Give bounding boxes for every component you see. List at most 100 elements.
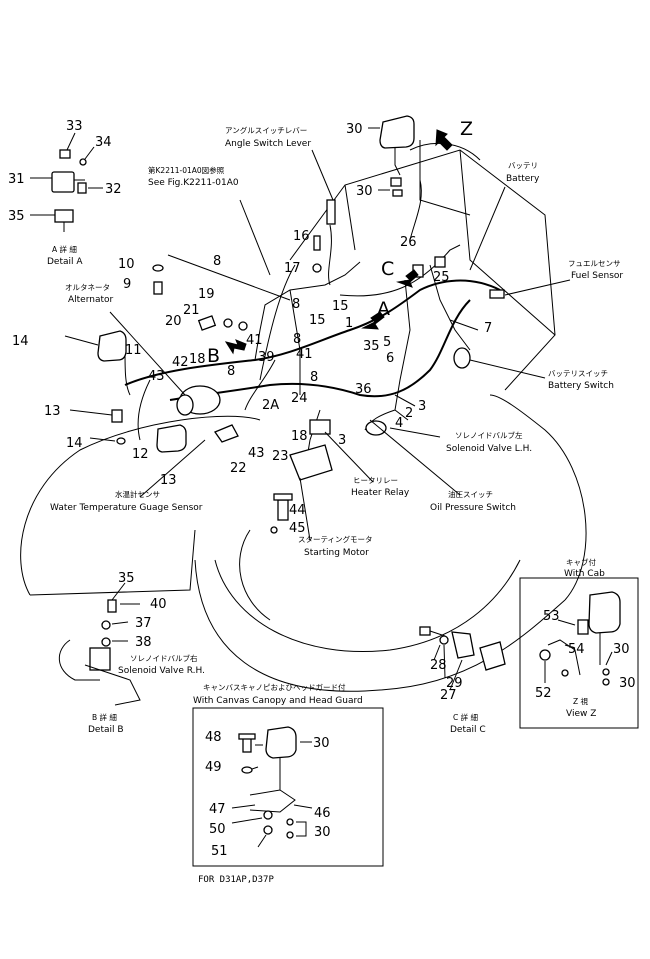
callout-15b: 15	[309, 313, 326, 328]
callout-23: 23	[272, 449, 289, 464]
detail-c-label: Detail C	[450, 725, 486, 735]
svg-text:アングルスイッチレバー: アングルスイッチレバー	[225, 125, 307, 135]
callout-37: 37	[135, 616, 152, 631]
work-lamp-top	[379, 115, 415, 149]
callout-21: 21	[183, 303, 200, 318]
svg-text:水温計センサ: 水温計センサ	[115, 489, 160, 499]
callout-13b: 13	[160, 473, 177, 488]
svg-text:A 詳 細: A 詳 細	[52, 244, 77, 254]
callout-30a: 30	[346, 122, 363, 137]
callout-43a: 43	[148, 369, 165, 384]
callout-24: 24	[291, 391, 308, 406]
callout-3b: 3	[338, 433, 346, 448]
callout-17: 17	[284, 261, 301, 276]
callout-16: 16	[293, 229, 310, 244]
svg-text:バッテリ: バッテリ	[508, 161, 538, 170]
text-labels: 第K2211-01A0図参照 See Fig.K2211-01A0 Z アングル…	[47, 118, 623, 885]
callout-7: 7	[484, 321, 492, 336]
fig-ref: See Fig.K2211-01A0	[148, 178, 239, 188]
callout-30e: 30	[313, 736, 330, 751]
svg-text:ソレノイドバルブ左: ソレノイドバルブ左	[455, 430, 523, 440]
callout-45: 45	[289, 521, 306, 536]
callout-13a: 13	[44, 404, 61, 419]
callout-22: 22	[230, 461, 247, 476]
callout-numbers: 33 34 31 32 35 30 30 16 17 26 25 7 10 9 …	[8, 119, 636, 859]
arrow-b-label: B	[207, 345, 220, 367]
battery-switch-label: Battery Switch	[548, 381, 614, 391]
callout-14b: 14	[66, 436, 83, 451]
callout-18b: 18	[291, 429, 308, 444]
callout-2a: 2A	[262, 398, 279, 413]
callout-20: 20	[165, 314, 182, 329]
callout-9: 9	[123, 277, 131, 292]
with-cab-box	[519, 577, 639, 729]
callout-8a: 8	[213, 254, 221, 269]
alternator-label: Alternator	[68, 295, 114, 305]
callout-29: 29	[446, 676, 463, 691]
callout-14a: 14	[12, 334, 29, 349]
work-lamp-lower	[156, 424, 187, 453]
callout-2: 2	[405, 406, 413, 421]
callout-39: 39	[258, 350, 275, 365]
detail-b-label: Detail B	[88, 725, 124, 735]
callout-54: 54	[568, 642, 585, 657]
callout-8b: 8	[292, 297, 300, 312]
fig-ref-jp: 第K2211-01A0図参照	[148, 165, 225, 175]
callout-40: 40	[150, 597, 167, 612]
work-lamp-left	[97, 330, 127, 362]
callout-3a: 3	[418, 399, 426, 414]
svg-text:油圧スイッチ: 油圧スイッチ	[448, 489, 493, 499]
fuel-sensor	[489, 289, 505, 299]
fuel-sensor-label: Fuel Sensor	[571, 271, 623, 281]
detail-a-label: Detail A	[47, 257, 83, 267]
callout-8c: 8	[293, 332, 301, 347]
callout-27: 27	[440, 688, 457, 703]
callout-6: 6	[386, 351, 394, 366]
callout-44: 44	[289, 503, 306, 518]
callout-36: 36	[355, 382, 372, 397]
svg-text:B 詳 細: B 詳 細	[92, 712, 117, 722]
callout-1: 1	[345, 316, 353, 331]
battery-label: Battery	[506, 174, 540, 184]
with-cab-label: With Cab	[564, 569, 605, 579]
wire-harness	[124, 224, 501, 471]
callout-30c: 30	[613, 642, 630, 657]
solenoid-lh-label: Solenoid Valve L.H.	[446, 444, 532, 454]
callout-35c: 35	[118, 571, 135, 586]
canopy-label: With Canvas Canopy and Head Guard	[193, 696, 363, 706]
detail-c	[419, 626, 506, 691]
callout-34: 34	[95, 135, 112, 150]
svg-text:Z 視: Z 視	[573, 697, 589, 706]
svg-text:スターティングモータ: スターティングモータ	[298, 534, 373, 544]
callout-43b: 43	[248, 446, 265, 461]
callout-50: 50	[209, 822, 226, 837]
callout-19: 19	[198, 287, 215, 302]
starting-motor	[289, 444, 333, 481]
svg-text:オルタネータ: オルタネータ	[65, 283, 110, 292]
machine-outline	[20, 140, 587, 692]
callout-18a: 18	[189, 352, 206, 367]
callout-35a: 35	[8, 209, 25, 224]
callout-25: 25	[433, 270, 450, 285]
callout-15a: 15	[332, 299, 349, 314]
callout-47: 47	[209, 802, 226, 817]
arrow-a-label: A	[377, 298, 390, 320]
svg-text:キャンバスキャノピおよびヘッドガード付: キャンバスキャノピおよびヘッドガード付	[203, 682, 346, 692]
callout-35b: 35	[363, 339, 380, 354]
callout-8e: 8	[310, 370, 318, 385]
canopy-box	[192, 707, 384, 867]
leader-lines	[64, 127, 571, 541]
callout-30b: 30	[356, 184, 373, 199]
oil-pressure-label: Oil Pressure Switch	[430, 503, 516, 513]
callout-4: 4	[395, 416, 403, 431]
svg-text:ヒータリレー: ヒータリレー	[353, 476, 398, 485]
callout-49: 49	[205, 760, 222, 775]
svg-text:キャブ付: キャブ付	[566, 557, 596, 567]
callout-38: 38	[135, 635, 152, 650]
callout-11: 11	[125, 343, 142, 358]
callout-5: 5	[383, 335, 391, 350]
callout-42: 42	[172, 355, 189, 370]
svg-text:ソレノイドバルブ右: ソレノイドバルブ右	[130, 653, 198, 663]
view-z-label: View Z	[566, 709, 596, 719]
angle-switch-label: Angle Switch Lever	[225, 139, 311, 149]
